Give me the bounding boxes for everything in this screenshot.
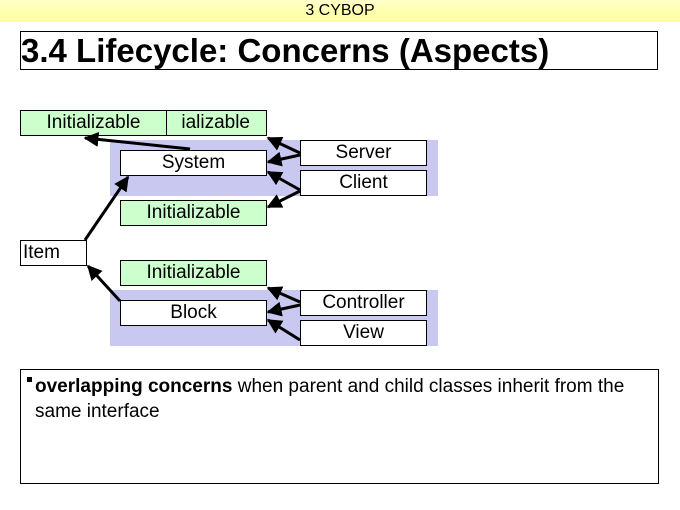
title-box: 3.4 Lifecycle: Concerns (Aspects) (20, 31, 658, 70)
note-box: overlapping concerns when parent and chi… (20, 369, 659, 484)
arrow-client-to-initializable (266, 189, 301, 209)
item-node: Item (20, 240, 87, 266)
controller-node: Controller (300, 290, 427, 316)
arrow-server-to-initializable (266, 136, 301, 155)
server-node: Server (300, 140, 427, 166)
initializable-node-mid: Initializable (120, 200, 267, 226)
arrow-item-to-system (83, 175, 130, 241)
arrow-view-to-block (266, 318, 301, 342)
initializable-node-back: ializable (150, 110, 267, 136)
bullet-icon (27, 377, 32, 382)
note-body: when parent and child classes inherit fr… (35, 376, 625, 422)
header-title: 3 CYBOP (305, 2, 375, 19)
block-node: Block (120, 300, 267, 326)
slide-title: 3.4 Lifecycle: Concerns (Aspects) (21, 32, 550, 69)
arrow-controller-to-block (266, 301, 301, 317)
note-text: overlapping concerns when parent and chi… (35, 374, 650, 424)
arrow-controller-to-initializable (266, 286, 301, 304)
note-emphasis: overlapping concerns (35, 376, 233, 397)
view-node: View (300, 320, 427, 346)
arrow-server-to-system (266, 151, 301, 167)
arrow-block-to-item (86, 264, 122, 303)
initializable-node-top: Initializable (20, 110, 167, 136)
system-node: System (120, 150, 267, 176)
arrow-client-to-system (266, 170, 301, 192)
header-band (0, 0, 680, 22)
client-node: Client (300, 170, 427, 196)
arrow-system-to-initializable (83, 131, 191, 151)
initializable-node-low: Initializable (120, 260, 267, 286)
